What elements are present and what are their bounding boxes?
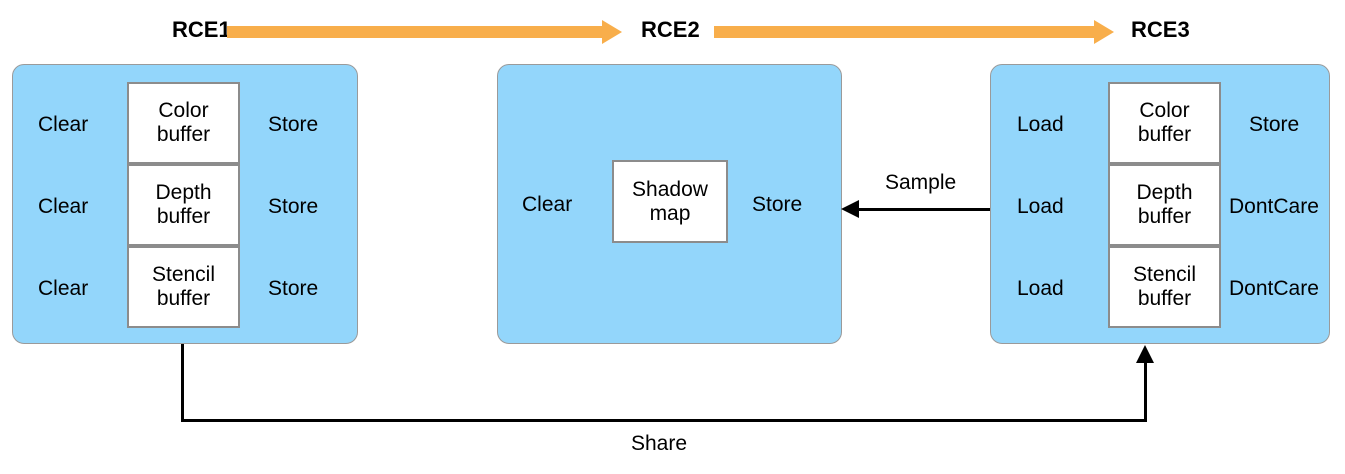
buffer-label-line2: buffer bbox=[156, 123, 211, 146]
share-arrowhead-icon bbox=[1136, 345, 1154, 363]
sample-connector-label: Sample bbox=[885, 171, 957, 194]
buffer-label-line1: Color bbox=[158, 99, 209, 123]
buffer-label-line2: buffer bbox=[156, 287, 211, 310]
buffer-label-line2: buffer bbox=[156, 205, 211, 228]
buffer-box-depth-rce3[interactable]: Depth buffer bbox=[1108, 164, 1221, 246]
flow-arrow-shaft bbox=[714, 26, 1094, 38]
load-action-depth-rce3: Load bbox=[1017, 195, 1064, 218]
share-connector-segment-across bbox=[181, 419, 1147, 422]
buffer-label-line1: Stencil bbox=[151, 263, 216, 287]
load-action-color-rce1: Clear bbox=[38, 113, 89, 136]
phase-label-rce3: RCE3 bbox=[1131, 17, 1190, 42]
load-action-stencil-rce3: Load bbox=[1017, 277, 1064, 300]
phase-label-rce1: RCE1 bbox=[172, 17, 231, 42]
buffer-box-stencil-rce1[interactable]: Stencil buffer bbox=[127, 246, 240, 328]
share-connector-label: Share bbox=[631, 432, 688, 455]
store-action-stencil-rce1: Store bbox=[268, 277, 319, 300]
flow-arrow-shaft bbox=[227, 26, 602, 38]
store-action-color-rce3: Store bbox=[1249, 113, 1300, 136]
store-action-depth-rce1: Store bbox=[268, 195, 319, 218]
buffer-label-line2: map bbox=[649, 201, 691, 225]
load-action-depth-rce1: Clear bbox=[38, 195, 89, 218]
phase-label-rce2: RCE2 bbox=[641, 17, 700, 42]
buffer-label-line2: buffer bbox=[1137, 287, 1192, 310]
flow-arrow-rce2-to-rce3 bbox=[714, 20, 1114, 44]
share-connector-segment-up bbox=[1144, 362, 1147, 422]
sample-connector-line bbox=[858, 208, 990, 211]
buffer-box-color-rce3[interactable]: Color buffer bbox=[1108, 82, 1221, 164]
buffer-label-line1: Depth bbox=[1136, 181, 1193, 205]
buffer-label-line1: Color bbox=[1139, 99, 1190, 123]
store-action-color-rce1: Store bbox=[268, 113, 319, 136]
buffer-box-depth-rce1[interactable]: Depth buffer bbox=[127, 164, 240, 246]
buffer-label-line1: Shadow bbox=[632, 177, 708, 201]
store-action-stencil-rce3: DontCare bbox=[1229, 277, 1319, 300]
share-connector-segment-down bbox=[181, 344, 184, 422]
buffer-label-line1: Depth bbox=[155, 181, 212, 205]
buffer-label-line2: buffer bbox=[1137, 205, 1192, 228]
flow-arrow-head bbox=[602, 20, 622, 44]
sample-arrowhead-icon bbox=[841, 200, 859, 218]
flow-arrow-head bbox=[1094, 20, 1114, 44]
load-action-shadow-map-rce2: Clear bbox=[522, 193, 573, 216]
buffer-box-color-rce1[interactable]: Color buffer bbox=[127, 82, 240, 164]
load-action-stencil-rce1: Clear bbox=[38, 277, 89, 300]
buffer-box-stencil-rce3[interactable]: Stencil buffer bbox=[1108, 246, 1221, 328]
buffer-label-line1: Stencil bbox=[1132, 263, 1197, 287]
buffer-box-shadow-map-rce2[interactable]: Shadow map bbox=[612, 160, 728, 243]
load-action-color-rce3: Load bbox=[1017, 113, 1064, 136]
store-action-shadow-map-rce2: Store bbox=[752, 193, 803, 216]
flow-arrow-rce1-to-rce2 bbox=[227, 20, 622, 44]
buffer-label-line2: buffer bbox=[1137, 123, 1192, 146]
store-action-depth-rce3: DontCare bbox=[1229, 195, 1319, 218]
